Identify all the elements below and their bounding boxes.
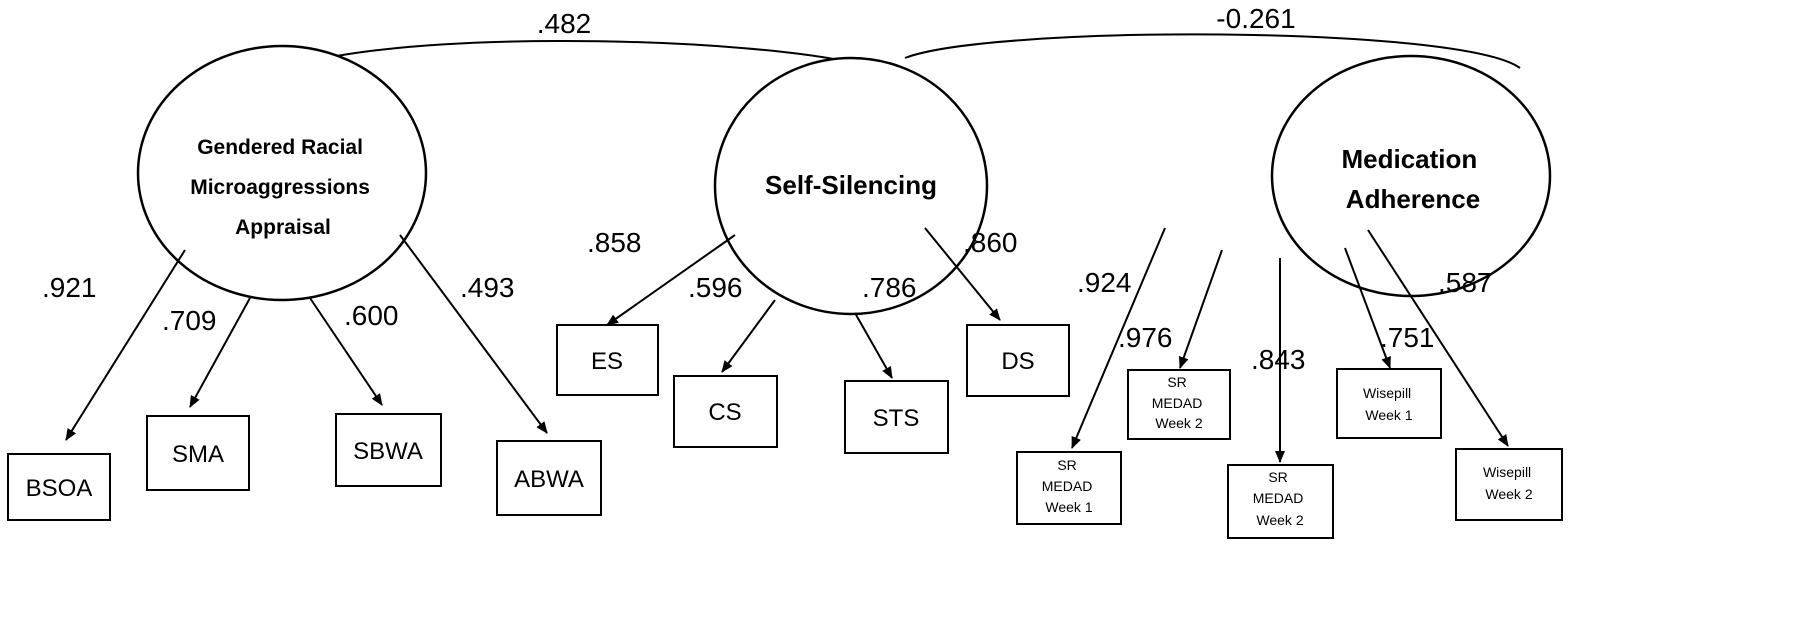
indicator-wisepill-week-1: Wisepill Week 1 [1336,368,1442,439]
indicator-wisepill-week-2: Wisepill Week 2 [1455,448,1563,521]
svg-text:DS: DS [1001,348,1034,375]
loading-abwa: .493 [460,272,515,303]
svg-text:SBWA: SBWA [353,438,423,465]
indicator-ds: DS [966,324,1070,397]
covariance-grma-ss: .482 [537,8,592,39]
indicator-es: ES [556,324,659,396]
latent-medication-adherence: Medication Adherence [1270,54,1552,298]
indicator-sr-medad-week-2-b: SR MEDAD Week 2 [1227,464,1334,539]
svg-text:ES: ES [591,348,623,375]
svg-text:SR MEDAD Week 2: SR MEDAD Week 2 [1253,469,1307,528]
latent-gendered-racial-microaggressions-appraisal: Gendered Racial Microaggressions Apprais… [136,44,428,302]
indicator-bsoa: BSOA [7,453,111,521]
arrow-grma-sma [189,297,251,408]
arrow-ma-wpw2 [1367,229,1509,447]
loading-ds: .860 [963,227,1018,258]
loading-es: .858 [587,227,642,258]
svg-text:STS: STS [873,405,920,432]
svg-text:BSOA: BSOA [26,475,93,502]
covariance-arc-ss-ma [904,33,1521,69]
indicator-sr-medad-week-1: SR MEDAD Week 1 [1016,451,1122,525]
indicator-abwa: ABWA [496,440,602,516]
loading-srw2a: .976 [1118,322,1173,353]
latent-ss-label: Self-Silencing [765,170,937,200]
arrow-ss-cs [721,299,776,373]
indicator-sts: STS [844,380,949,454]
arrow-grma-bsoa [65,249,186,441]
indicator-sbwa: SBWA [335,413,442,487]
latent-ma-label: Medication Adherence [1341,144,1484,214]
arrow-ma-srw2a [1178,249,1223,369]
svg-text:Wisepill Week 1: Wisepill Week 1 [1363,385,1415,423]
loading-srw1: .924 [1077,267,1132,298]
loading-bsoa: .921 [42,272,97,303]
arrow-grma-sbwa [309,297,383,406]
arrow-grma-abwa [399,234,548,434]
arrow-ss-ds [924,227,1001,321]
covariance-ss-ma: -0.261 [1216,3,1295,34]
arrow-ma-wpw1 [1344,247,1391,369]
latent-grma-label: Gendered Racial Microaggressions Apprais… [190,136,376,239]
loading-sts: .786 [862,272,917,303]
loading-wpw2: .587 [1438,267,1493,298]
loading-cs: .596 [688,272,743,303]
loading-sma: .709 [162,305,217,336]
svg-text:ABWA: ABWA [514,466,584,493]
svg-text:Wisepill Week 2: Wisepill Week 2 [1483,464,1535,502]
indicator-sma: SMA [146,415,250,491]
svg-text:CS: CS [708,399,741,426]
svg-text:SR MEDAD Week 2: SR MEDAD Week 2 [1152,374,1206,431]
loading-wpw1: .751 [1380,322,1435,353]
latent-self-silencing: Self-Silencing [713,56,989,316]
svg-text:SMA: SMA [172,441,224,468]
indicator-cs: CS [673,375,778,448]
arrow-ss-es [606,234,736,326]
arrow-ss-sts [854,312,893,379]
loading-sbwa: .600 [344,300,399,331]
loading-srw2b: .843 [1251,344,1306,375]
svg-text:SR MEDAD Week 1: SR MEDAD Week 1 [1042,457,1096,515]
indicator-sr-medad-week-2-a: SR MEDAD Week 2 [1127,369,1231,440]
arrow-ma-srw1 [1071,227,1166,449]
